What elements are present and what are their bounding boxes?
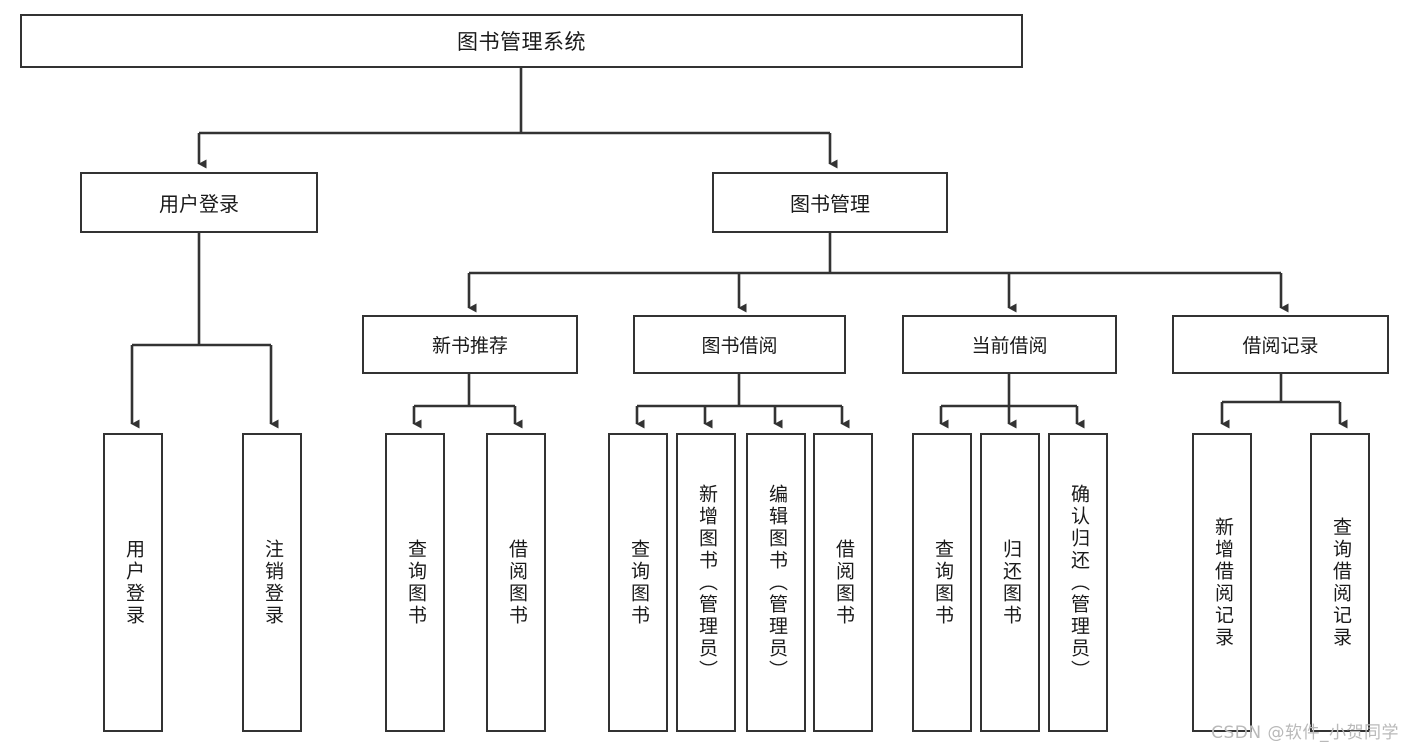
node-root-book-management-system[interactable]: 图书管理系统 <box>20 14 1023 68</box>
node-label: 用户登录 <box>159 192 239 216</box>
node-label: 图书管理系统 <box>457 30 586 54</box>
node-new-book-recommend[interactable]: 新书推荐 <box>362 315 578 374</box>
leaf-user-login-logout[interactable]: 注销登录 <box>242 433 302 732</box>
node-book-management[interactable]: 图书管理 <box>712 172 948 233</box>
leaf-new-book-borrow-book[interactable]: 借阅图书 <box>486 433 546 732</box>
node-label: 查询图书 <box>931 538 954 627</box>
leaf-borrow-record-add-record[interactable]: 新增借阅记录 <box>1192 433 1252 732</box>
node-label: 用户登录 <box>122 538 145 627</box>
node-label: 查询图书 <box>404 538 427 627</box>
node-label: 查询图书 <box>627 538 650 627</box>
node-label: 新书推荐 <box>431 335 508 357</box>
node-label: 编辑图书（管理员） <box>765 483 788 682</box>
node-label: 新增图书（管理员） <box>695 483 718 682</box>
csdn-watermark: CSDN @软件_小贺同学 <box>1211 723 1399 743</box>
node-user-login[interactable]: 用户登录 <box>80 172 318 233</box>
leaf-book-borrow-edit-book-admin[interactable]: 编辑图书（管理员） <box>746 433 806 732</box>
leaf-borrow-record-query-record[interactable]: 查询借阅记录 <box>1310 433 1370 732</box>
node-label: 借阅图书 <box>832 538 855 627</box>
node-label: 新增借阅记录 <box>1211 516 1234 649</box>
leaf-current-borrow-confirm-return-admin[interactable]: 确认归还（管理员） <box>1048 433 1108 732</box>
node-label: 图书管理 <box>790 192 870 216</box>
leaf-new-book-query-book[interactable]: 查询图书 <box>385 433 445 732</box>
node-label: 借阅记录 <box>1242 335 1319 357</box>
node-book-borrow[interactable]: 图书借阅 <box>633 315 846 374</box>
leaf-book-borrow-query-book[interactable]: 查询图书 <box>608 433 668 732</box>
leaf-current-borrow-query-book[interactable]: 查询图书 <box>912 433 972 732</box>
leaf-book-borrow-borrow-book[interactable]: 借阅图书 <box>813 433 873 732</box>
node-label: 图书借阅 <box>701 335 778 357</box>
node-label: 查询借阅记录 <box>1329 516 1352 649</box>
leaf-current-borrow-return-book[interactable]: 归还图书 <box>980 433 1040 732</box>
node-label: 当前借阅 <box>971 335 1048 357</box>
node-label: 归还图书 <box>999 538 1022 627</box>
node-current-borrow[interactable]: 当前借阅 <box>902 315 1117 374</box>
node-borrow-record[interactable]: 借阅记录 <box>1172 315 1389 374</box>
leaf-user-login-login[interactable]: 用户登录 <box>103 433 163 732</box>
node-label: 确认归还（管理员） <box>1067 483 1090 682</box>
node-label: 借阅图书 <box>505 538 528 627</box>
leaf-book-borrow-add-book-admin[interactable]: 新增图书（管理员） <box>676 433 736 732</box>
node-label: 注销登录 <box>261 538 284 627</box>
